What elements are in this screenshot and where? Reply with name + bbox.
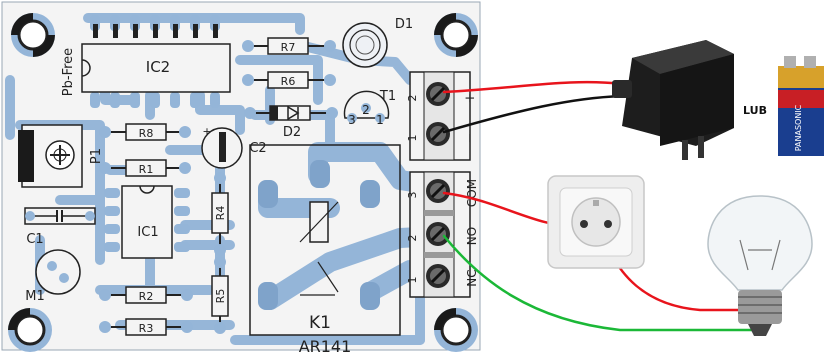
relay-label-nc: NC (465, 269, 479, 286)
t1-pin-3: 3 (348, 113, 356, 127)
t1-pin-2: 2 (362, 103, 370, 117)
mounting-holes (8, 13, 478, 352)
wires (442, 80, 762, 332)
power-minus: − (463, 133, 478, 144)
relay-terminal: 3 2 1 COM NO NC (406, 171, 479, 298)
capacitor-c1: C1 (24, 207, 96, 247)
resistor-r3: R3 (99, 318, 193, 336)
trimmer-p1: P1 (18, 124, 104, 188)
d2-label: D2 (283, 125, 301, 140)
resistor-r4: R4 (211, 172, 229, 256)
ic2: IC2 Pb-Free (61, 15, 231, 108)
power-plus: + (463, 93, 478, 104)
resistor-r7: R7 (242, 37, 336, 55)
battery-9v: PANASONIC LUB (743, 56, 824, 156)
power-pin-1: 1 (406, 135, 419, 142)
wire-power-minus (442, 94, 624, 134)
relay-screw-com (426, 179, 450, 203)
ic2-label: IC2 (146, 58, 170, 76)
wire-power-plus (442, 80, 624, 94)
r3-label: R3 (139, 322, 154, 335)
resistor-r2: R2 (99, 286, 193, 304)
power-adapter (612, 40, 734, 160)
t1-pin-1: 1 (376, 113, 384, 127)
resistor-r1: R1 (99, 159, 191, 177)
r5-label: R5 (214, 289, 227, 304)
mounting-hole-bl (8, 308, 52, 352)
relay-screw-nc (426, 264, 450, 288)
relay-k1: K1 (249, 144, 401, 336)
r8-label: R8 (139, 127, 154, 140)
c2-label: C2 (249, 141, 266, 156)
m1-label: M1 (25, 289, 45, 304)
r7-label: R7 (281, 41, 296, 54)
relay-pin-1: 1 (406, 277, 419, 284)
diode-d2: D2 (244, 105, 338, 140)
relay-screw-no (426, 222, 450, 246)
t1-label: T1 (379, 89, 396, 104)
d1-label: D1 (395, 17, 413, 32)
led-d1: D1 (342, 17, 413, 68)
r1-label: R1 (139, 163, 154, 176)
power-terminal: 2 1 + − (406, 71, 478, 161)
resistor-r6: R6 (242, 71, 336, 89)
relay-pin-3: 3 (406, 192, 419, 199)
r4-label: R4 (214, 206, 227, 221)
wire-no-to-bulb (442, 234, 762, 332)
pcb-board: IC2 Pb-Free R7 R6 D2 (1, 1, 481, 354)
mounting-hole-tr (434, 13, 478, 57)
power-screw-2 (426, 82, 450, 106)
battery-label: LUB (743, 104, 767, 117)
mounting-hole-tl (11, 13, 55, 57)
c1-label: C1 (26, 232, 43, 247)
light-bulb (707, 195, 813, 336)
relay-label-no: NO (465, 227, 479, 245)
p1-label: P1 (89, 148, 104, 164)
battery-brand: PANASONIC (794, 104, 803, 151)
relay-pin-2: 2 (406, 235, 419, 242)
power-screw-1 (426, 122, 450, 146)
board-name: AR141 (299, 337, 352, 354)
k1-label: K1 (309, 313, 331, 333)
c2-plus: + (202, 125, 211, 138)
ic1-label: IC1 (137, 225, 158, 240)
power-pin-2: 2 (406, 95, 419, 102)
microphone-m1: M1 (25, 249, 81, 304)
resistor-r5: R5 (211, 256, 229, 334)
pb-free-label: Pb-Free (61, 48, 76, 96)
resistor-r8: R8 (99, 123, 191, 141)
wall-socket (547, 175, 645, 269)
mounting-hole-br (434, 308, 478, 352)
relay-label-com: COM (465, 179, 479, 207)
ic1: IC1 (104, 185, 190, 259)
transistor-t1: 3 2 1 T1 (343, 89, 396, 127)
r6-label: R6 (281, 75, 296, 88)
r2-label: R2 (139, 290, 154, 303)
